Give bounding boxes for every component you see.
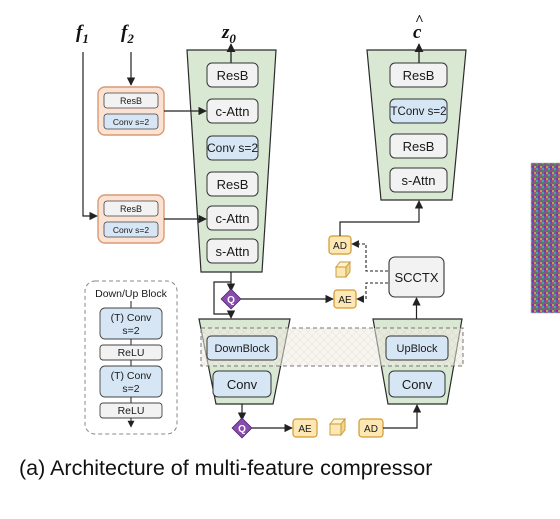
svg-text:AD: AD <box>333 241 347 252</box>
svg-text:Conv s=2: Conv s=2 <box>113 117 149 127</box>
svg-text:(T) Conv: (T) Conv <box>111 312 153 324</box>
svg-text:SCCTX: SCCTX <box>394 270 438 285</box>
f1-arrow <box>82 52 98 221</box>
encoder-block-cattn-2: c-Attn <box>206 205 259 231</box>
encoder-block-cattn-1: c-Attn <box>206 98 259 124</box>
bitstream-cube-upper <box>335 260 351 279</box>
ae-lower: AE <box>292 418 318 438</box>
ae-upper: AE <box>333 289 357 309</box>
svg-text:UpBlock: UpBlock <box>397 343 438 355</box>
svg-text:s-Attn: s-Attn <box>402 173 436 188</box>
svg-text:Q: Q <box>227 295 235 306</box>
figure-caption: (a) Architecture of multi-feature compre… <box>19 456 432 480</box>
scctx-to-ae-arrow <box>356 282 388 303</box>
svg-text:Conv s=2: Conv s=2 <box>207 141 258 155</box>
quantize-lower: Q <box>231 417 253 439</box>
side-branch-upper: ResB Conv s=2 <box>97 86 165 136</box>
ad-upper: AD <box>328 235 352 255</box>
svg-text:ResB: ResB <box>120 204 142 214</box>
hyper-decoder-conv: Conv <box>388 370 446 398</box>
decoder-block-resb-1: ResB <box>389 62 448 88</box>
decoder-block-sattn: s-Attn <box>389 167 448 193</box>
c-hat-label: c <box>413 22 422 43</box>
svg-text:ResB: ResB <box>403 139 435 154</box>
scctx-context-model: SCCTX <box>388 256 445 298</box>
svg-text:c-Attn: c-Attn <box>216 211 250 226</box>
bitstream-cube-lower <box>329 417 346 437</box>
f2-label: f2 <box>121 22 134 46</box>
svg-text:Down/Up Block: Down/Up Block <box>95 288 168 300</box>
svg-text:s-Attn: s-Attn <box>216 244 250 259</box>
svg-text:ReLU: ReLU <box>118 347 145 359</box>
f1-label: f1 <box>76 22 89 46</box>
svg-text:ResB: ResB <box>217 68 249 83</box>
svg-text:ResB: ResB <box>217 177 249 192</box>
svg-text:Conv: Conv <box>227 377 258 392</box>
z0-label: z0 <box>221 22 236 46</box>
svg-text:s=2: s=2 <box>122 325 139 337</box>
noise-image-thumbnail <box>530 162 560 314</box>
svg-text:DownBlock: DownBlock <box>214 343 270 355</box>
svg-text:Conv: Conv <box>402 377 433 392</box>
ad-to-decoder-arrow <box>339 200 424 236</box>
svg-text:Conv s=2: Conv s=2 <box>113 225 149 235</box>
svg-text:TConv s=2: TConv s=2 <box>391 106 447 118</box>
svg-text:AE: AE <box>298 424 312 435</box>
svg-text:Q: Q <box>238 424 246 435</box>
svg-text:ResB: ResB <box>120 96 142 106</box>
encoder-block-conv: Conv s=2 <box>206 135 259 161</box>
encoder-block-resb-1: ResB <box>206 62 259 88</box>
svg-text:AD: AD <box>364 424 378 435</box>
ad-lower: AD <box>358 418 384 438</box>
ad-to-hyper-decoder-arrow <box>383 404 422 429</box>
svg-text:(T) Conv: (T) Conv <box>111 370 153 382</box>
encoder-block-sattn: s-Attn <box>206 238 259 264</box>
hyper-encoder-downblock: DownBlock <box>206 335 278 361</box>
svg-text:AE: AE <box>338 295 352 306</box>
z-to-hyper-encoder-arrow <box>213 281 236 319</box>
hyper-decoder-upblock: UpBlock <box>385 335 449 361</box>
decoder-block-tconv: TConv s=2 <box>389 98 448 124</box>
legend-down-up-block: Down/Up Block (T) Conv s=2 ReLU (T) Conv… <box>84 280 178 435</box>
svg-text:c-Attn: c-Attn <box>216 104 250 119</box>
svg-text:ReLU: ReLU <box>118 405 145 417</box>
svg-text:ResB: ResB <box>403 68 435 83</box>
scctx-to-ad-arrow <box>351 240 388 272</box>
svg-text:s=2: s=2 <box>122 383 139 395</box>
decoder-block-resb-2: ResB <box>389 133 448 159</box>
c-hat-accent: ^ <box>415 13 424 29</box>
hyper-encoder-conv: Conv <box>212 370 272 398</box>
quantize-upper: Q <box>220 288 242 310</box>
side-branch-lower: ResB Conv s=2 <box>97 194 165 244</box>
encoder-block-resb-2: ResB <box>206 171 259 197</box>
